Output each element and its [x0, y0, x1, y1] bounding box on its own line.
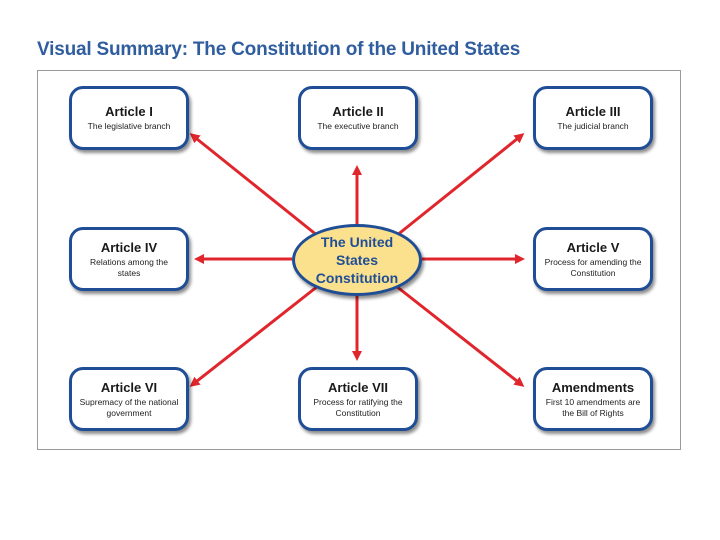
box-title: Article VII [328, 379, 388, 395]
box-article-1: Article I The legislative branch [69, 86, 189, 150]
arrow-article-1 [189, 133, 319, 238]
box-title: Amendments [551, 379, 635, 395]
box-description: Supremacy of the national government [79, 396, 179, 418]
box-article-6: Article VI Supremacy of the national gov… [69, 367, 189, 431]
box-article-5: Article V Process for amending the Const… [533, 227, 653, 291]
box-description: The executive branch [317, 121, 399, 131]
box-title: Article VI [100, 379, 158, 395]
center-oval: The United States Constitution [292, 224, 422, 296]
box-title: Article I [105, 104, 153, 119]
box-description: First 10 amendments are the Bill of Righ… [545, 396, 641, 418]
box-title: Article V [566, 239, 620, 255]
arrow-amendments [395, 284, 525, 387]
arrow-article-3 [395, 133, 525, 238]
center-label: The United States Constitution [315, 234, 399, 286]
page-title: Visual Summary: The Constitution of the … [37, 39, 521, 60]
box-article-2: Article II The executive branch [298, 86, 418, 150]
box-title: Article III [565, 104, 621, 119]
box-description: Process for ratifying the Constitution [313, 396, 403, 418]
box-description: Process for amending the Constitution [544, 256, 642, 278]
box-description: Relations among the states [90, 256, 168, 278]
box-title: Article II [332, 104, 384, 119]
box-amendments: Amendments First 10 amendments are the B… [533, 367, 653, 431]
box-article-3: Article III The judicial branch [533, 86, 653, 150]
arrow-article-6 [189, 284, 319, 387]
box-title: Article IV [100, 239, 158, 255]
box-article-7: Article VII Process for ratifying the Co… [298, 367, 418, 431]
box-description: The judicial branch [557, 121, 629, 131]
box-description: The legislative branch [87, 121, 171, 131]
box-article-4: Article IV Relations among the states [69, 227, 189, 291]
